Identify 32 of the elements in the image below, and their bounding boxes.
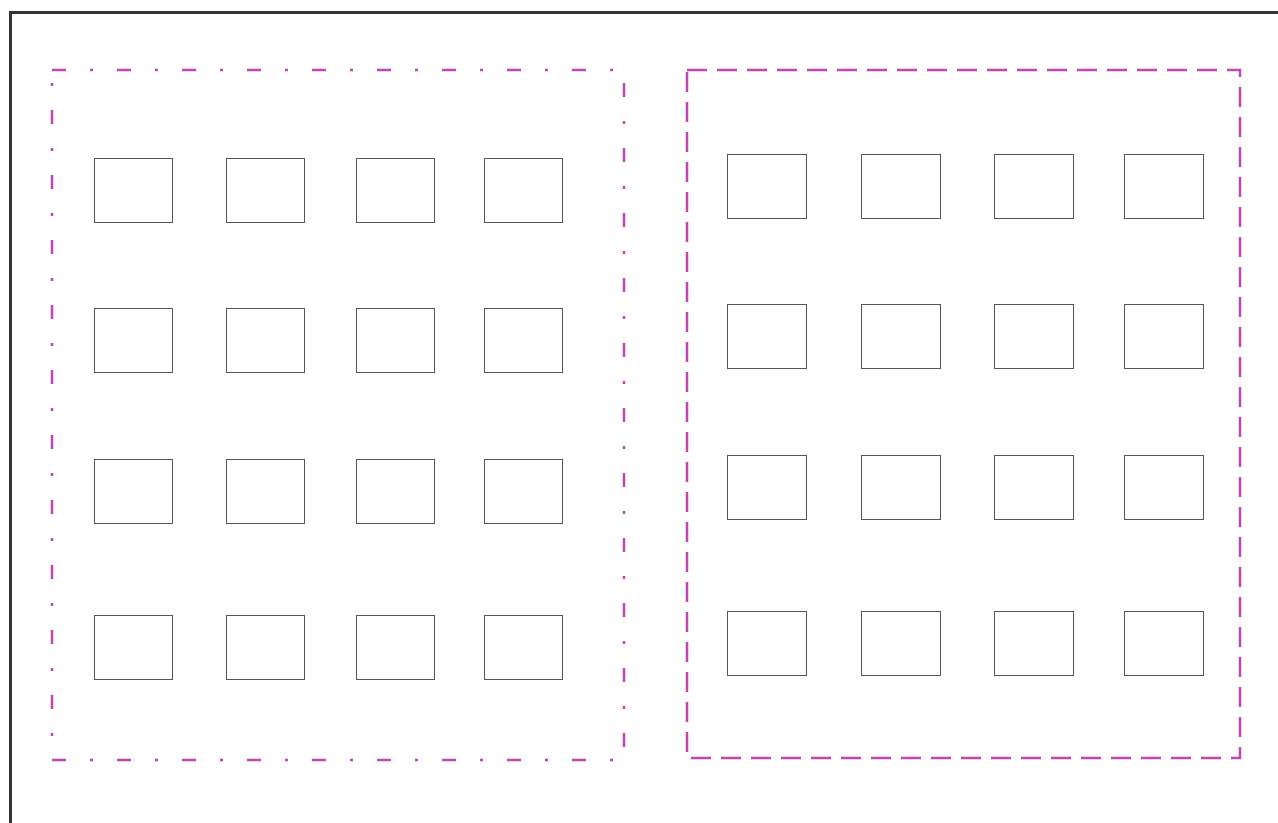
empty-box — [356, 308, 435, 373]
empty-box — [1124, 455, 1204, 520]
empty-box — [994, 154, 1074, 219]
empty-box — [994, 611, 1074, 676]
empty-box — [861, 154, 941, 219]
empty-box — [356, 615, 435, 680]
empty-box — [861, 611, 941, 676]
empty-box — [861, 455, 941, 520]
empty-box — [994, 304, 1074, 369]
empty-box — [727, 304, 807, 369]
empty-box — [484, 308, 563, 373]
empty-box — [1124, 154, 1204, 219]
empty-box — [1124, 611, 1204, 676]
empty-box — [484, 459, 563, 524]
empty-box — [356, 459, 435, 524]
empty-box — [1124, 304, 1204, 369]
empty-box — [727, 154, 807, 219]
empty-box — [94, 615, 173, 680]
empty-box — [94, 308, 173, 373]
empty-box — [226, 308, 305, 373]
empty-box — [727, 455, 807, 520]
empty-box — [994, 455, 1074, 520]
empty-box — [226, 459, 305, 524]
empty-box — [94, 459, 173, 524]
empty-box — [861, 304, 941, 369]
empty-box — [356, 158, 435, 223]
empty-box — [727, 611, 807, 676]
empty-box — [484, 615, 563, 680]
empty-box — [226, 615, 305, 680]
empty-box — [226, 158, 305, 223]
empty-box — [484, 158, 563, 223]
empty-box — [94, 158, 173, 223]
